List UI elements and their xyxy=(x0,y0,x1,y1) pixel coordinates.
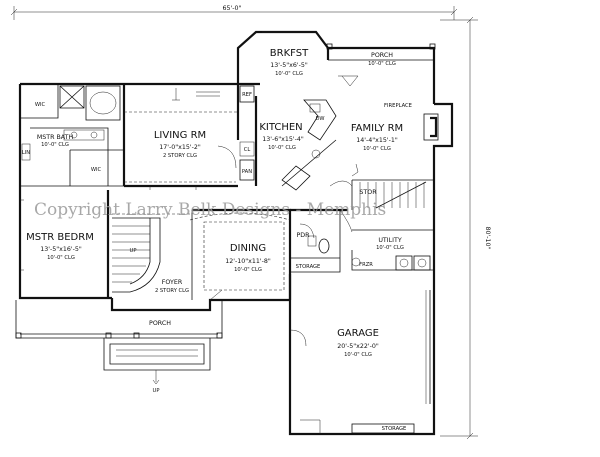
garage-size: 20'-5"x22'-0" xyxy=(337,343,379,350)
mstr-bath-name: MSTR BATH xyxy=(37,134,74,141)
dw-label: DW xyxy=(315,116,324,122)
family-ceiling: 10'-0" CLG xyxy=(363,146,391,152)
interior-walls xyxy=(20,84,434,300)
storage-bot-label: STORAGE xyxy=(382,426,407,432)
kitchen-size: 13'-6"x15'-4" xyxy=(262,136,304,143)
fixtures xyxy=(20,31,439,434)
living-name: LIVING RM xyxy=(154,130,206,141)
utility-name: UTILITY xyxy=(378,237,402,244)
pan-label: PAN xyxy=(242,169,252,175)
dining-ceiling: 10'-0" CLG xyxy=(234,267,262,273)
cl-label: CL xyxy=(244,147,251,153)
mstr-bedrm-name: MSTR BEDRM xyxy=(26,232,94,243)
garage-name: GARAGE xyxy=(337,328,379,339)
depth-dimension-label: 80'-10" xyxy=(484,227,491,250)
rear-porch-structure xyxy=(326,43,436,87)
living-ceiling: 2 STORY CLG xyxy=(163,153,197,159)
depth-dimension: 80'-10" xyxy=(440,16,491,440)
lin-label: LIN xyxy=(22,150,30,156)
family-name: FAMILY RM xyxy=(351,123,403,134)
porch-front-label: PORCH xyxy=(149,320,171,327)
brkfst-ceiling: 10'-0" CLG xyxy=(275,71,303,77)
copyright-watermark: Copyright Larry Belk Designs - Memphis xyxy=(34,200,386,220)
wic-mid-label: WIC xyxy=(91,167,102,173)
brkfst-name: BRKFST xyxy=(270,48,309,59)
mstr-bedrm-size: 13'-5"x16'-5" xyxy=(40,246,82,253)
foyer-ceiling: 2 STORY CLG xyxy=(155,288,189,294)
room-brkfst: BRKFST 13'-5"x6'-5" 10'-0" CLG xyxy=(270,48,309,77)
room-dining: DINING 12'-10"x11'-8" 10'-0" CLG xyxy=(225,243,271,273)
width-dimension: 65'-0" xyxy=(10,5,458,20)
kitchen-name: KITCHEN xyxy=(259,122,302,133)
dining-name: DINING xyxy=(230,243,266,254)
front-porch-structure xyxy=(15,300,223,385)
foyer-stair-icon xyxy=(112,217,161,293)
rear-stair-icon xyxy=(359,181,427,209)
mstr-bath-ceiling: 10'-0" CLG xyxy=(41,142,69,148)
stor-top-label: STOR xyxy=(359,189,377,196)
porch-rear-name: PORCH xyxy=(371,52,393,59)
porch-rear-ceiling: 10'-0" CLG xyxy=(368,61,396,67)
ref-label: REF xyxy=(242,92,252,98)
pdr-label: PDR xyxy=(296,232,310,239)
bathtub-icon xyxy=(85,85,121,121)
brkfst-size: 13'-5"x6'-5" xyxy=(270,62,308,69)
frzr-label: FRZR xyxy=(359,262,373,268)
room-living: LIVING RM 17'-0"x15'-2" 2 STORY CLG xyxy=(154,130,206,159)
storage-mid-label: STORAGE xyxy=(296,264,321,270)
garage-ceiling: 10'-0" CLG xyxy=(344,352,372,358)
dining-size: 12'-10"x11'-8" xyxy=(225,258,271,265)
family-size: 14'-4"x15'-1" xyxy=(356,137,398,144)
utility-ceiling: 10'-0" CLG xyxy=(376,245,404,251)
up-stair-label: UP xyxy=(130,248,137,254)
room-kitchen: KITCHEN 13'-6"x15'-4" 10'-0" CLG xyxy=(259,122,304,151)
room-utility: UTILITY 10'-0" CLG xyxy=(376,237,404,251)
living-size: 17'-0"x15'-2" xyxy=(159,144,201,151)
room-family: FAMILY RM 14'-4"x15'-1" 10'-0" CLG xyxy=(351,123,403,152)
width-dimension-label: 65'-0" xyxy=(223,5,242,12)
room-mstr-bedrm: MSTR BEDRM 13'-5"x16'-5" 10'-0" CLG xyxy=(26,232,94,261)
up-front-label: UP xyxy=(153,388,160,394)
mstr-bedrm-ceiling: 10'-0" CLG xyxy=(47,255,75,261)
room-foyer: FOYER 2 STORY CLG xyxy=(155,279,189,294)
wic-top-label: WIC xyxy=(35,102,46,108)
foyer-name: FOYER xyxy=(162,279,183,286)
room-mstr-bath: MSTR BATH 10'-0" CLG xyxy=(37,134,74,148)
fireplace-label: FIREPLACE xyxy=(384,103,412,109)
kitchen-ceiling: 10'-0" CLG xyxy=(268,145,296,151)
room-porch-rear: PORCH 10'-0" CLG xyxy=(368,52,396,67)
room-garage: GARAGE 20'-5"x22'-0" 10'-0" CLG xyxy=(337,328,379,358)
